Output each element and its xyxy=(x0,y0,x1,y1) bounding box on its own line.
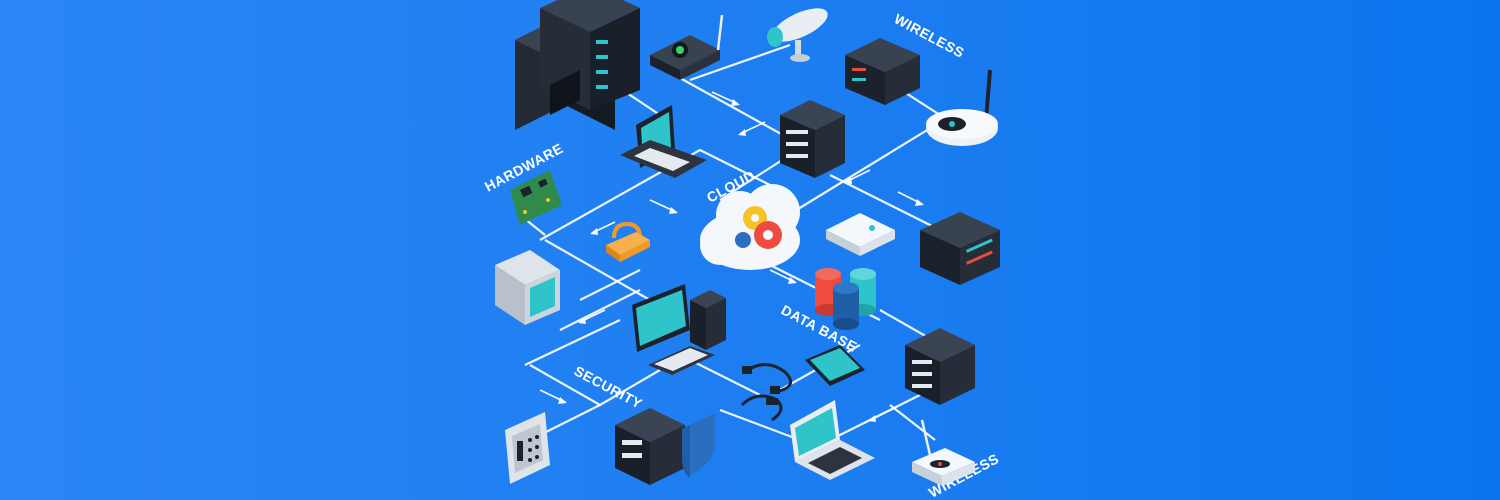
cable-icon xyxy=(740,363,793,422)
security-camera-icon xyxy=(767,8,828,62)
router-icon xyxy=(912,419,975,486)
monitor-icon xyxy=(495,250,560,325)
wireless-router-icon xyxy=(926,69,998,146)
laptop-icon xyxy=(620,105,707,178)
keypad-icon xyxy=(505,412,550,484)
server-box-icon xyxy=(845,38,920,105)
laptop-icon xyxy=(790,400,875,480)
server-box-icon xyxy=(920,212,1000,285)
smartphone-icon xyxy=(805,345,865,386)
server-rack-icon xyxy=(905,328,975,405)
flow-arrows xyxy=(539,91,924,422)
circuit-board-icon xyxy=(510,170,562,225)
shield-server-icon xyxy=(615,408,715,485)
label-security: SECURITY xyxy=(572,363,646,412)
cloud-gears-icon xyxy=(700,184,800,270)
desktop-computer-icon xyxy=(632,284,726,375)
server-tower-icon xyxy=(515,0,640,130)
modem-icon xyxy=(826,213,895,256)
database-icon xyxy=(815,268,876,330)
network-switch-icon xyxy=(650,14,724,80)
server-rack-icon xyxy=(780,100,845,178)
padlock-icon xyxy=(606,221,650,262)
